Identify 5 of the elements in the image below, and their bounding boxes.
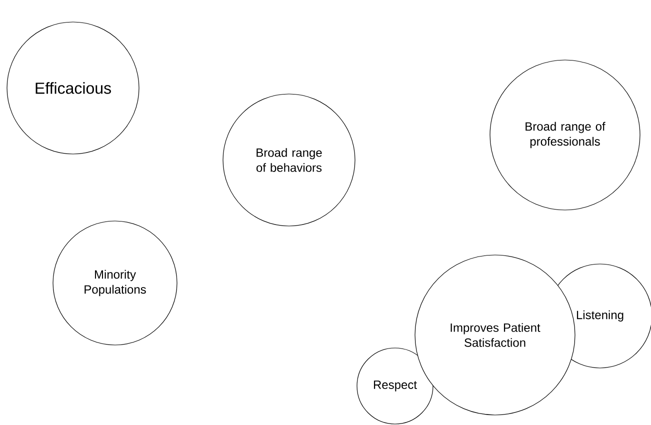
circle-node: Broad range of behaviors — [222, 94, 356, 226]
circle-node: Broad range of professionals — [490, 60, 640, 210]
circle-node: Respect — [356, 348, 434, 424]
circle-node: Efficacious — [6, 22, 140, 154]
circle-node: Minority Populations — [52, 220, 178, 346]
